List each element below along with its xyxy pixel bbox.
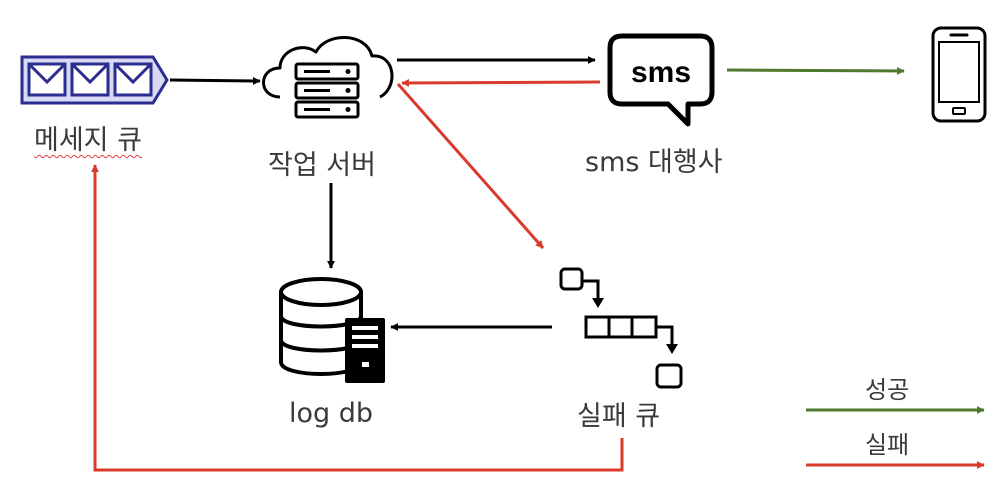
sms-bubble-icon: sms — [607, 33, 715, 127]
arrow-queue-to-server — [169, 76, 261, 85]
log-db-label: log db — [289, 398, 374, 429]
arrow-fail-queue-retry-to-message-queue — [91, 164, 624, 472]
queue-flow-icon — [559, 267, 683, 389]
database-server-icon — [279, 277, 385, 383]
message-queue-label: 메세지 큐 — [34, 125, 142, 156]
smartphone-icon — [931, 26, 987, 123]
legend-success-label: 성공 — [865, 376, 910, 404]
sms-bubble-text: sms — [631, 56, 691, 89]
arrow-sms-failure-to-server — [401, 78, 601, 87]
fail-queue-label: 실패 큐 — [577, 401, 661, 432]
legend-failure-label: 실패 — [865, 431, 910, 459]
envelope-queue-icon — [20, 55, 169, 105]
job-server-label: 작업 서버 — [268, 150, 376, 181]
sms-provider-label: sms 대행사 — [585, 147, 723, 178]
cloud-server-icon — [262, 36, 394, 119]
arrow-server-to-fail-queue — [396, 83, 545, 249]
arrow-sms-success-to-phone — [726, 66, 905, 75]
